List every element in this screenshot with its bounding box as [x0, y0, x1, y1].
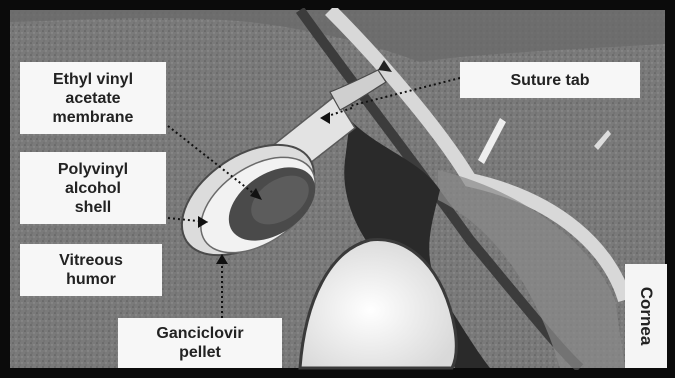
- label-line: Ganciclovir: [156, 324, 243, 343]
- label-line: Polyvinyl: [58, 160, 128, 179]
- label-polyvinyl-alcohol-shell: Polyvinyl alcohol shell: [20, 152, 166, 224]
- label-ganciclovir-pellet: Ganciclovir pellet: [118, 318, 282, 368]
- label-ethyl-vinyl-acetate-membrane: Ethyl vinyl acetate membrane: [20, 62, 166, 134]
- label-line: membrane: [53, 108, 134, 127]
- label-line: Cornea: [636, 287, 656, 346]
- label-suture-tab: Suture tab: [460, 62, 640, 98]
- label-line: Suture tab: [510, 71, 589, 90]
- label-line: acetate: [65, 89, 120, 108]
- label-line: shell: [75, 198, 111, 217]
- label-line: pellet: [179, 343, 221, 362]
- label-vitreous-humor: Vitreous humor: [20, 244, 162, 296]
- label-line: Ethyl vinyl: [53, 70, 133, 89]
- label-line: Vitreous: [59, 251, 123, 270]
- label-line: alcohol: [65, 179, 121, 198]
- label-line: humor: [66, 270, 116, 289]
- label-cornea: Cornea: [625, 264, 667, 368]
